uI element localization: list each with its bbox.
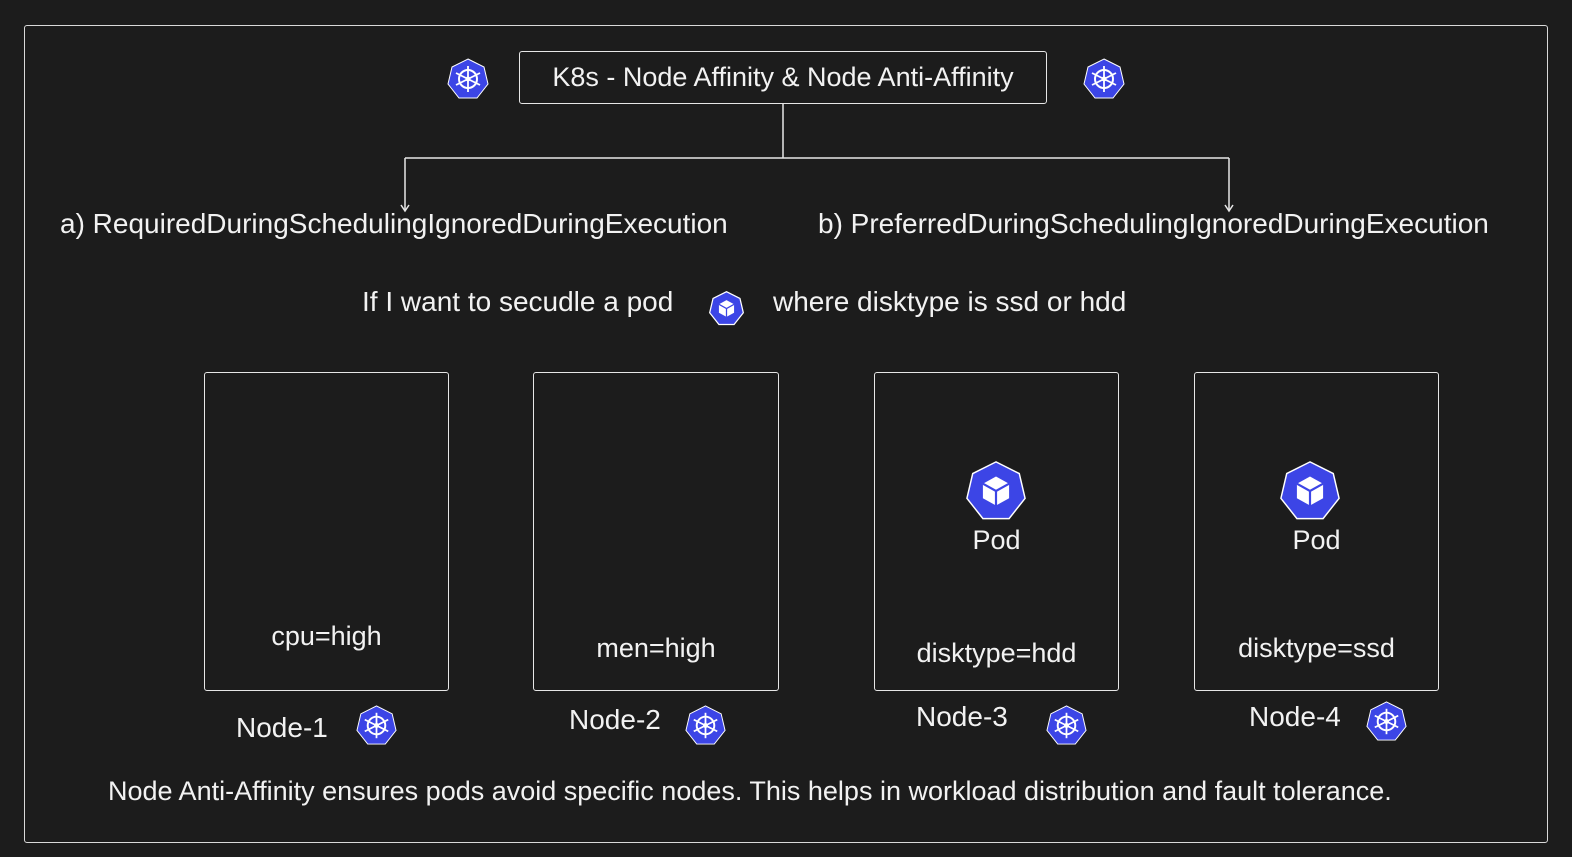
- footer-note: Node Anti-Affinity ensures pods avoid sp…: [108, 776, 1392, 806]
- kubernetes-icon: [1046, 705, 1087, 745]
- node-1-name: Node-1: [236, 712, 328, 743]
- question-text-before: If I want to secudle a pod: [362, 286, 674, 317]
- diagram-frame: [24, 25, 1548, 843]
- pod-icon: [966, 461, 1026, 520]
- kubernetes-icon: [1366, 701, 1407, 741]
- node-2-box: men=high: [533, 372, 779, 691]
- title-text: K8s - Node Affinity & Node Anti-Affinity: [552, 62, 1014, 92]
- pod-icon: [708, 290, 745, 326]
- branch-preferred: b) PreferredDuringSchedulingIgnoredDurin…: [818, 208, 1489, 239]
- node-4-box: Pod disktype=ssd: [1194, 372, 1439, 691]
- node-3-box: Pod disktype=hdd: [874, 372, 1119, 691]
- node-label: disktype=hdd: [916, 638, 1077, 668]
- kubernetes-icon: [685, 705, 726, 745]
- question-text-after: where disktype is ss​d or hdd: [773, 286, 1127, 317]
- page-title: K8s - Node Affinity & Node Anti-Affinity: [519, 51, 1047, 104]
- pod-label: Pod: [1292, 525, 1341, 555]
- pod-label: Pod: [972, 525, 1021, 555]
- node-2-name: Node-2: [569, 704, 661, 735]
- node-label: men=high: [596, 633, 716, 663]
- node-label: disktype=ssd: [1238, 633, 1395, 663]
- node-label: cpu=high: [271, 621, 382, 651]
- node-4-name: Node-4: [1249, 701, 1341, 732]
- node-1-box: cpu=high: [204, 372, 449, 691]
- branch-required: a) RequiredDuringSchedulingIgnoredDuring…: [60, 208, 728, 239]
- pod-icon: [1280, 461, 1340, 520]
- kubernetes-icon: [447, 58, 489, 99]
- kubernetes-icon: [1083, 58, 1125, 99]
- node-3-name: Node-3: [916, 701, 1008, 732]
- kubernetes-icon: [356, 705, 397, 745]
